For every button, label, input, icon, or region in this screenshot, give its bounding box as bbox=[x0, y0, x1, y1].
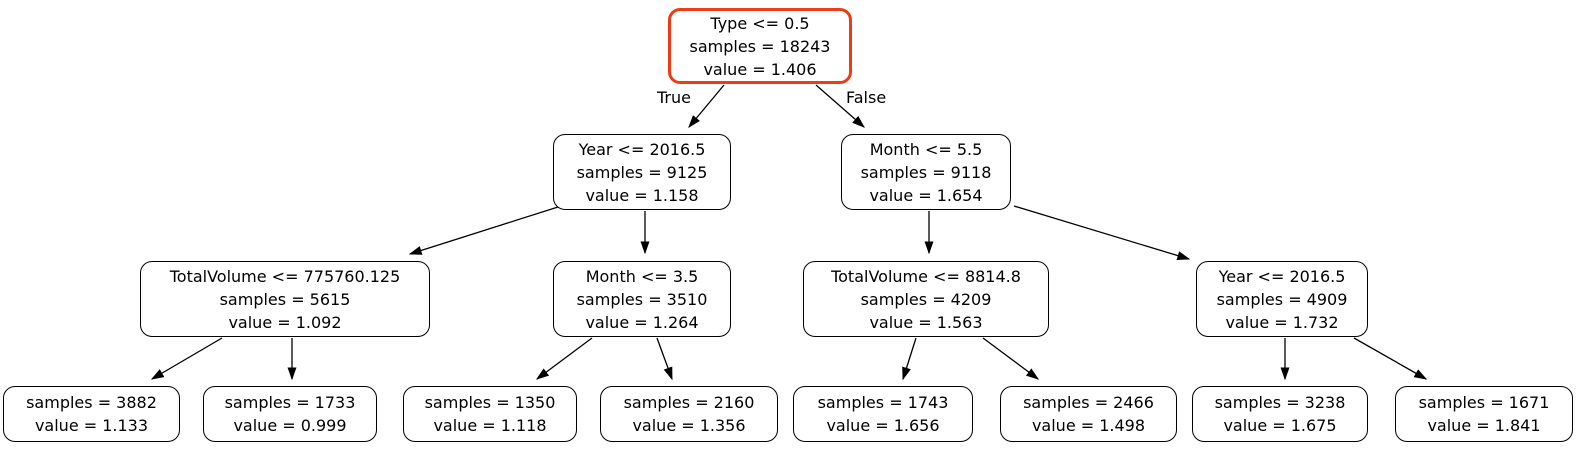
tree-node-l3-3: TotalVolume <= 8814.8 samples = 4209 val… bbox=[803, 261, 1049, 337]
tree-leaf-5: samples = 1743 value = 1.656 bbox=[793, 386, 973, 442]
node-value: value = 1.563 bbox=[869, 312, 983, 332]
node-value: value = 1.498 bbox=[1031, 416, 1146, 435]
node-condition: Year <= 2016.5 bbox=[1218, 266, 1346, 286]
node-value: value = 1.092 bbox=[228, 312, 342, 332]
node-value: value = 1.675 bbox=[1223, 416, 1337, 435]
node-value: value = 1.732 bbox=[1225, 312, 1339, 332]
node-condition: Type <= 0.5 bbox=[710, 13, 810, 33]
node-value: value = 1.133 bbox=[34, 416, 149, 435]
node-samples: samples = 3510 bbox=[576, 289, 708, 309]
tree-leaf-7: samples = 3238 value = 1.675 bbox=[1192, 386, 1368, 442]
edge-l3-1-to-leaf-1 bbox=[150, 337, 223, 380]
edge-l2-left-to-l3-1 bbox=[408, 206, 559, 255]
edge-label-false: False bbox=[846, 88, 887, 107]
edge-l3-3-to-leaf-5 bbox=[902, 337, 917, 381]
tree-node-l3-2: Month <= 3.5 samples = 3510 value = 1.26… bbox=[553, 261, 731, 337]
tree-node-l3-1: TotalVolume <= 775760.125 samples = 5615… bbox=[140, 261, 430, 337]
node-samples: samples = 3882 bbox=[26, 393, 157, 412]
node-samples: samples = 1350 bbox=[424, 393, 556, 412]
edge-root-to-l2-left bbox=[688, 84, 725, 128]
node-condition: TotalVolume <= 8814.8 bbox=[831, 266, 1021, 286]
node-samples: samples = 18243 bbox=[689, 36, 831, 56]
node-value: value = 1.158 bbox=[585, 185, 699, 205]
node-value: value = 1.841 bbox=[1427, 416, 1541, 435]
node-condition: Month <= 3.5 bbox=[585, 266, 699, 286]
tree-node-root: Type <= 0.5 samples = 18243 value = 1.40… bbox=[668, 8, 852, 84]
node-samples: samples = 4909 bbox=[1216, 289, 1348, 309]
tree-leaf-3: samples = 1350 value = 1.118 bbox=[403, 386, 577, 442]
node-samples: samples = 5615 bbox=[219, 289, 351, 309]
node-samples: samples = 9125 bbox=[576, 162, 708, 182]
node-value: value = 1.406 bbox=[703, 59, 817, 79]
tree-leaf-2: samples = 1733 value = 0.999 bbox=[203, 386, 377, 442]
node-samples: samples = 9118 bbox=[860, 162, 992, 182]
node-samples: samples = 4209 bbox=[860, 289, 992, 309]
node-samples: samples = 2160 bbox=[623, 393, 755, 412]
edge-label-true: True bbox=[657, 88, 691, 107]
tree-leaf-8: samples = 1671 value = 1.841 bbox=[1395, 386, 1573, 442]
node-samples: samples = 1743 bbox=[817, 393, 949, 412]
tree-leaf-1: samples = 3882 value = 1.133 bbox=[3, 386, 180, 442]
edge-l3-3-to-leaf-6 bbox=[982, 337, 1040, 380]
node-value: value = 1.118 bbox=[433, 416, 547, 435]
edge-root-to-l2-right bbox=[815, 84, 865, 128]
node-value: value = 1.356 bbox=[632, 416, 746, 435]
edge-l3-4-to-leaf-8 bbox=[1353, 337, 1428, 380]
node-samples: samples = 3238 bbox=[1214, 393, 1346, 412]
edge-l3-2-to-leaf-4 bbox=[656, 337, 673, 381]
tree-node-l2-right: Month <= 5.5 samples = 9118 value = 1.65… bbox=[841, 134, 1011, 210]
node-condition: Month <= 5.5 bbox=[869, 139, 983, 159]
node-value: value = 0.999 bbox=[233, 416, 347, 435]
tree-leaf-6: samples = 2466 value = 1.498 bbox=[1000, 386, 1177, 442]
node-condition: Year <= 2016.5 bbox=[578, 139, 706, 159]
edge-l3-2-to-leaf-3 bbox=[535, 337, 593, 380]
node-value: value = 1.654 bbox=[869, 185, 983, 205]
tree-leaf-4: samples = 2160 value = 1.356 bbox=[600, 386, 778, 442]
node-samples: samples = 2466 bbox=[1023, 393, 1154, 412]
node-value: value = 1.264 bbox=[585, 312, 699, 332]
tree-node-l3-4: Year <= 2016.5 samples = 4909 value = 1.… bbox=[1196, 261, 1368, 337]
node-condition: TotalVolume <= 775760.125 bbox=[169, 266, 401, 286]
node-samples: samples = 1671 bbox=[1418, 393, 1550, 412]
node-value: value = 1.656 bbox=[826, 416, 940, 435]
edge-l2-right-to-l3-4 bbox=[1013, 205, 1191, 260]
tree-node-l2-left: Year <= 2016.5 samples = 9125 value = 1.… bbox=[553, 134, 731, 210]
node-samples: samples = 1733 bbox=[224, 393, 356, 412]
